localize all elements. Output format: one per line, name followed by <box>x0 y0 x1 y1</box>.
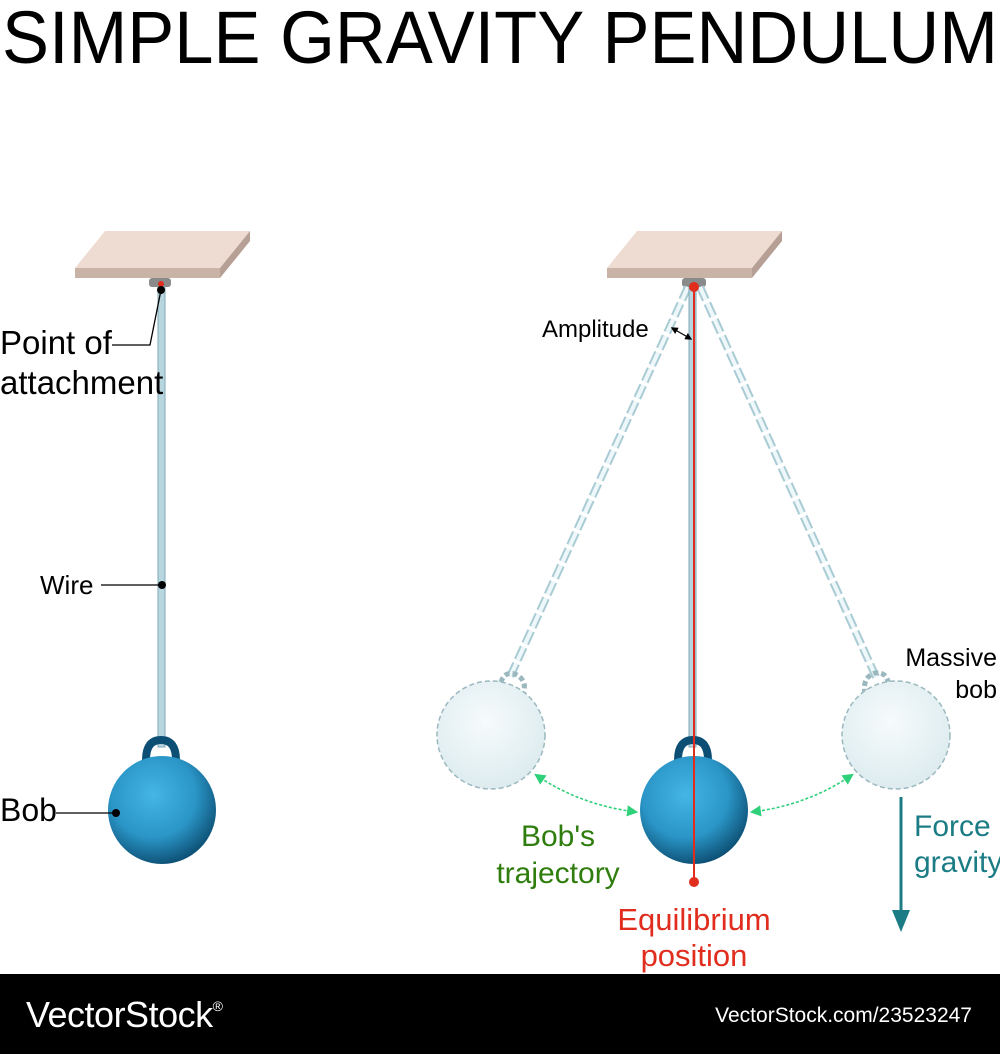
trajectory-arrow-left <box>534 773 639 817</box>
label-force-gravity-1: Force <box>914 810 991 843</box>
wire-left <box>157 286 166 748</box>
equilibrium-bottom-dot <box>689 877 699 887</box>
ghost-wire-left <box>506 285 692 679</box>
attachment-dot-left <box>158 281 164 287</box>
callout-line-attachment <box>112 289 162 346</box>
right-pendulum: Amplitude Bob's trajectory Equilibrium p… <box>436 231 1000 973</box>
registered-mark: ® <box>212 998 223 1014</box>
label-equilibrium-2: position <box>641 938 748 973</box>
label-point-of-attachment-1: Point of <box>0 324 113 361</box>
ceiling-block-right <box>607 231 782 278</box>
amplitude-arrow <box>670 327 693 340</box>
left-pendulum: Point of attachment Wire Bob <box>0 231 250 864</box>
footer-bar: VectorStock® VectorStock.com/23523247 <box>0 974 1000 1054</box>
label-bobs-trajectory-2: trajectory <box>496 857 619 890</box>
ghost-bob-left <box>436 670 546 790</box>
brand-text: VectorStock <box>26 994 213 1035</box>
hook-left <box>142 735 180 761</box>
label-massive-bob-1: Massive <box>905 644 997 672</box>
vectorstock-logo: VectorStock® <box>26 994 223 1036</box>
page-title: SIMPLE GRAVITY PENDULUM <box>2 0 998 79</box>
label-force-gravity-2: gravity <box>914 846 1000 879</box>
ceiling-block-left <box>75 231 250 278</box>
pendulum-diagram: SIMPLE GRAVITY PENDULUM Point of attachm… <box>0 0 1000 973</box>
label-amplitude: Amplitude <box>542 316 649 343</box>
label-bob: Bob <box>0 792 57 828</box>
force-gravity-arrowhead <box>892 910 910 932</box>
bob-left <box>108 756 216 864</box>
label-point-of-attachment-2: attachment <box>0 364 163 401</box>
trajectory-arrow-right <box>749 773 854 817</box>
equilibrium-top-dot <box>689 282 699 292</box>
ghost-wire-right <box>696 285 880 679</box>
label-equilibrium-1: Equilibrium <box>617 902 770 937</box>
image-url: VectorStock.com/23523247 <box>715 1004 972 1027</box>
ghost-bob-right <box>841 670 951 790</box>
label-massive-bob-2: bob <box>955 676 997 704</box>
label-bobs-trajectory-1: Bob's <box>521 820 595 853</box>
label-wire: Wire <box>40 570 93 600</box>
